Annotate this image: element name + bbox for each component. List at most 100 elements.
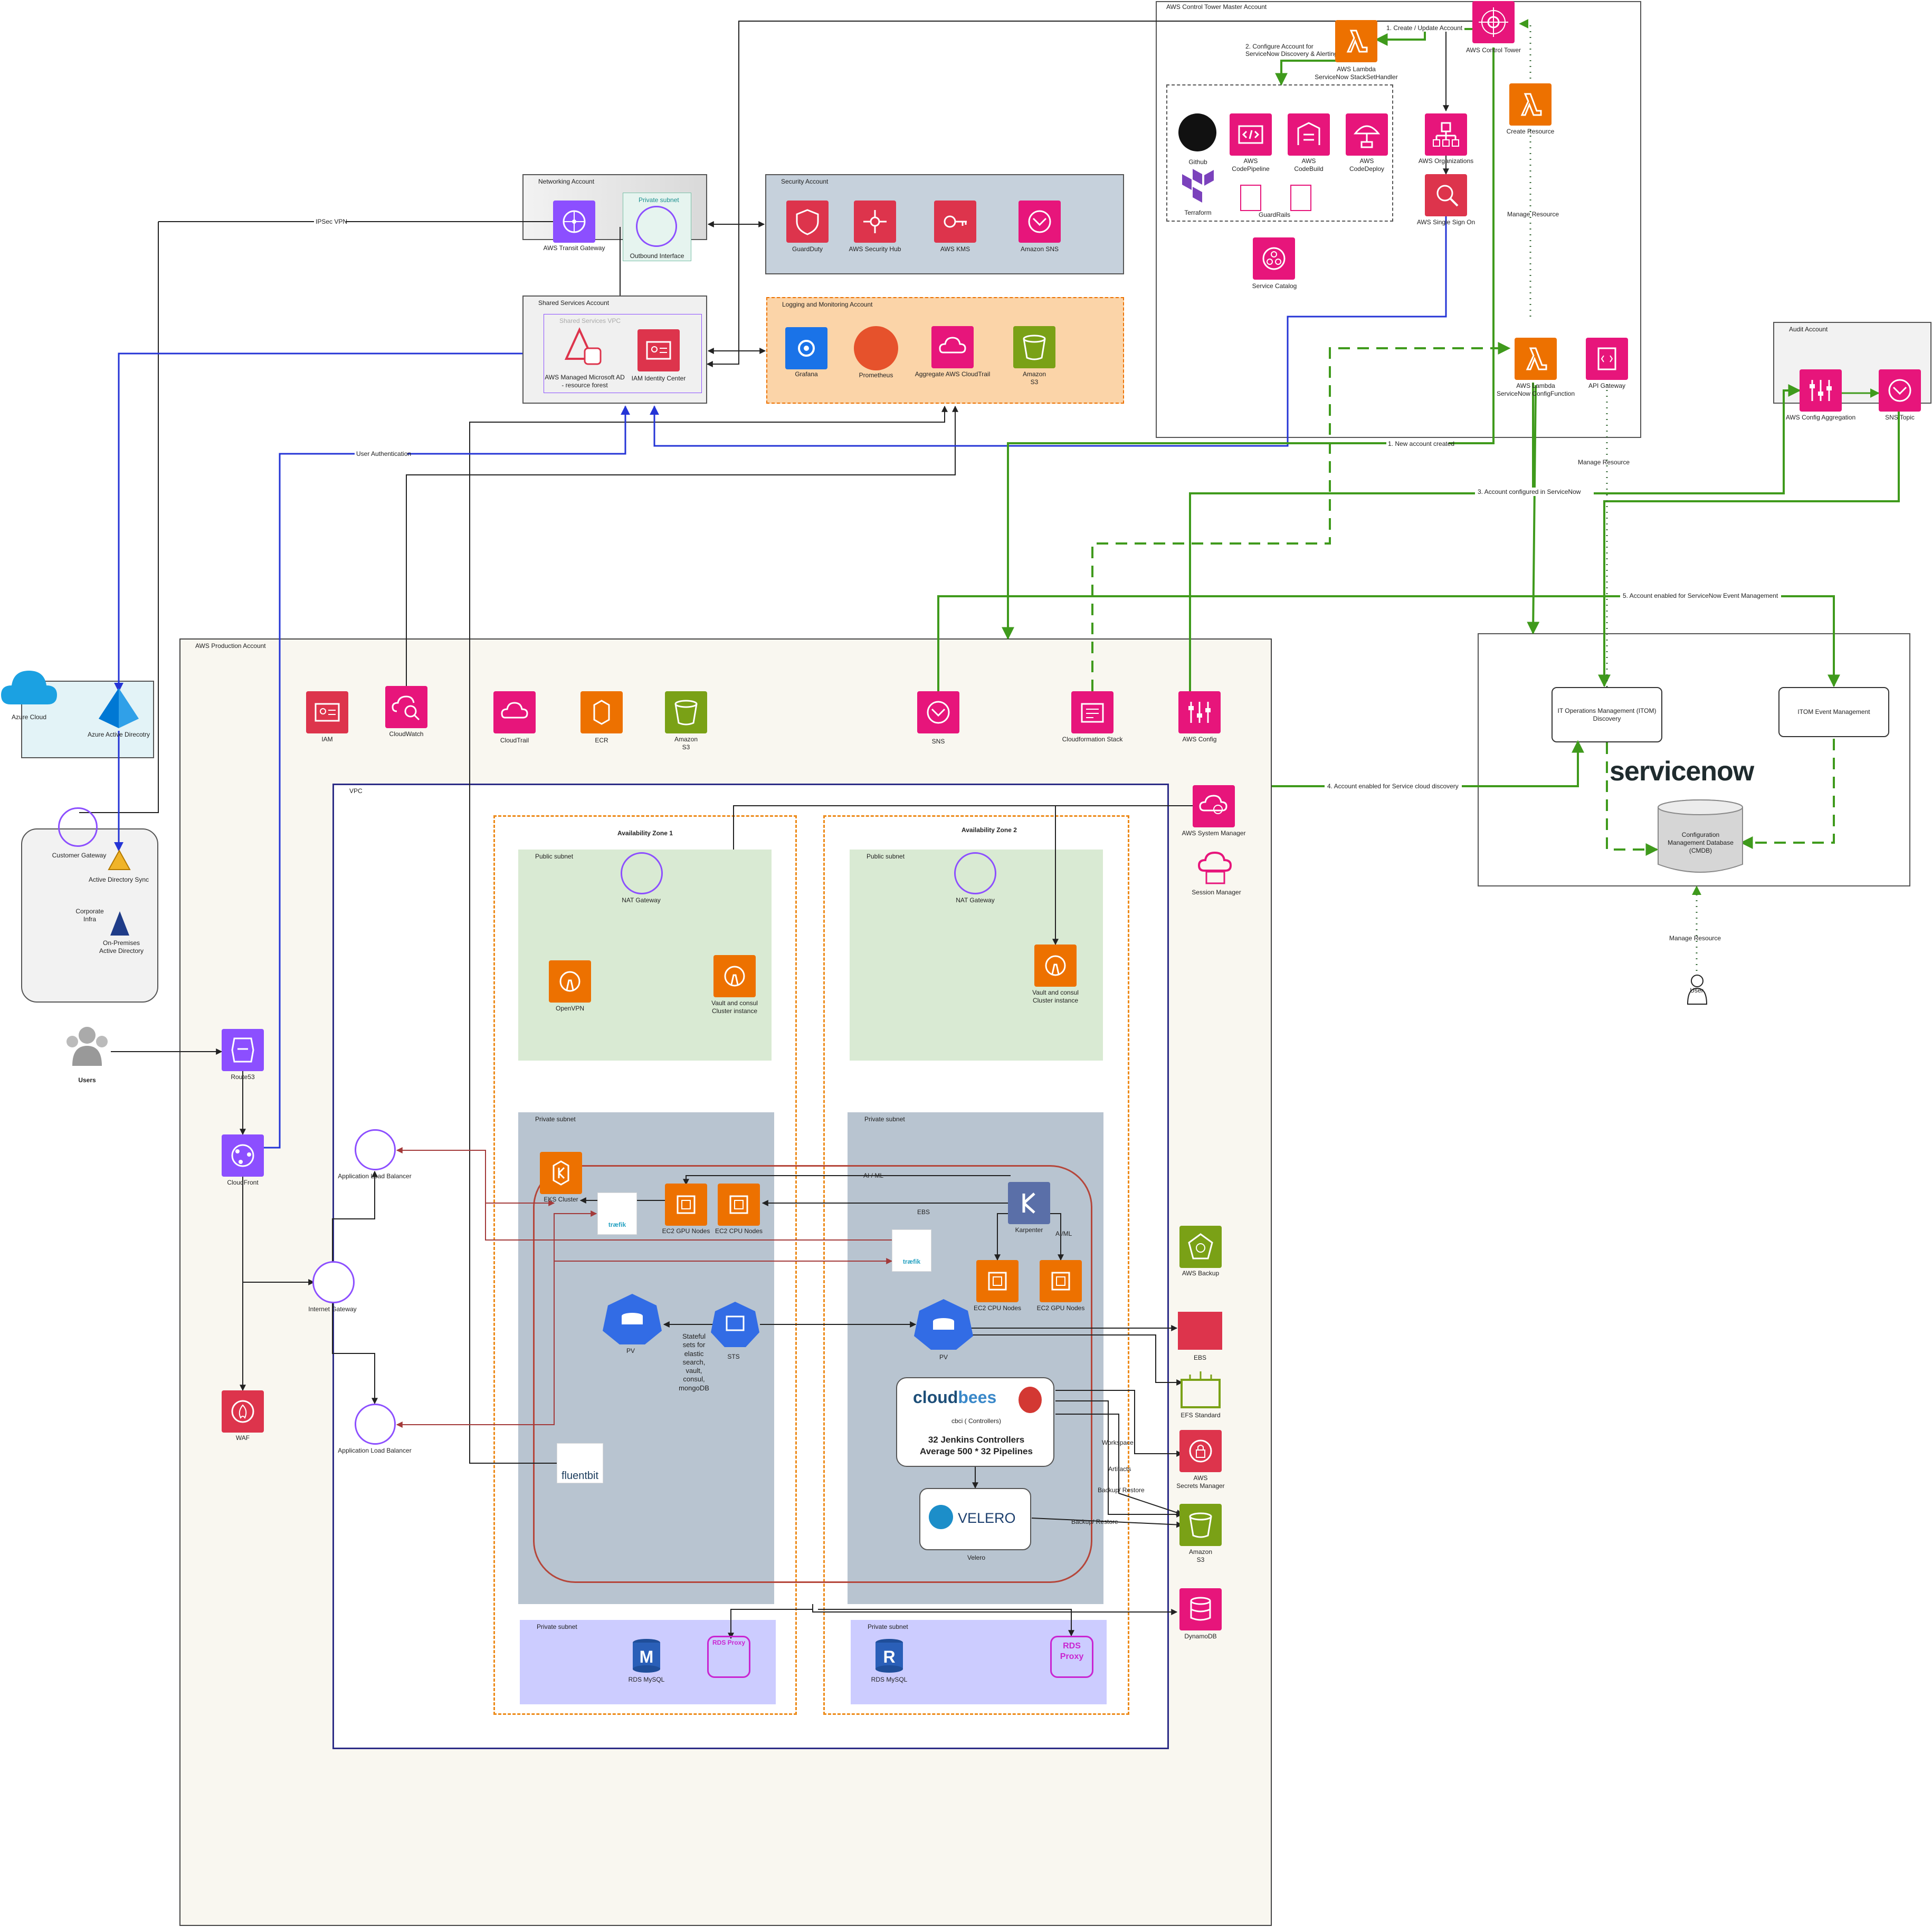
cpu-nodes-2-label: EC2 CPU Nodes	[973, 1304, 1022, 1312]
label-artifacts: Artifacts	[1108, 1465, 1131, 1473]
internet-gateway-label: Internet Gateway	[308, 1305, 357, 1313]
audit-title: Audit Account	[1789, 326, 1828, 333]
shared-services-vpc	[544, 314, 702, 393]
label-manage-resource-3: Manage Resource	[1669, 934, 1721, 942]
aws-config-icon	[1178, 691, 1221, 733]
nat1-icon	[621, 852, 663, 894]
guardrails-icon-2	[1290, 185, 1311, 211]
edge-alb2-traefik	[396, 1210, 597, 1428]
edge-sso-identity	[650, 211, 1447, 447]
session-manager-icon	[1197, 851, 1232, 884]
edge-cloudfront-igw	[242, 1177, 315, 1285]
nat2-label: NAT Gateway	[956, 896, 995, 904]
github-label: Github	[1188, 158, 1207, 166]
codebuild-label: AWS CodeBuild	[1294, 157, 1324, 173]
label-configure-account-l2: ServiceNow Discovery & Alerting	[1245, 50, 1338, 58]
edge-new-account	[1002, 47, 1495, 640]
stateful-sets-label: Stateful sets for elastic search, vault,…	[679, 1332, 709, 1392]
grafana-glyph	[798, 340, 815, 357]
lambda-configfn-glyph	[1526, 347, 1547, 370]
karpenter-glyph	[1022, 1193, 1035, 1214]
transit-gateway-icon	[553, 201, 595, 243]
vault2-label: Vault and consul Cluster instance	[1032, 989, 1079, 1004]
lambda-icon	[1335, 20, 1377, 62]
create-resource-icon	[1509, 83, 1552, 126]
aws-config-label: AWS Config	[1182, 736, 1217, 743]
ad-sync-icon	[108, 850, 131, 870]
guardduty-glyph	[796, 209, 819, 235]
label-manage-resource-2: Manage Resource	[1578, 459, 1630, 466]
grafana-icon	[785, 327, 827, 369]
eks-cluster-glyph	[553, 1160, 569, 1186]
shared-services-account	[522, 295, 707, 404]
label-ipsec: IPSec VPN	[316, 218, 347, 225]
kms-glyph	[944, 215, 967, 228]
label-backup-restore-1: Backup/ Restore	[1098, 1486, 1145, 1494]
ecr-icon	[580, 691, 623, 733]
sns-topic-label: SNS Topic	[1885, 414, 1915, 421]
iam-identity-center-glyph	[646, 341, 671, 360]
system-manager-glyph	[1199, 795, 1227, 814]
organizations-icon	[1425, 113, 1467, 156]
traefik-1-icon	[597, 1193, 637, 1235]
ecr-label: ECR	[595, 737, 608, 744]
edge-lambda-servicenow	[1527, 385, 1540, 635]
cpu-nodes-1-icon	[718, 1184, 760, 1226]
outbound-interface-label: Outbound Interface	[630, 252, 684, 260]
rds-proxy-2-icon	[1050, 1636, 1093, 1678]
sso-glyph	[1436, 185, 1459, 207]
edge-cluster-dynamodb	[812, 1604, 1178, 1615]
alb1-icon	[355, 1129, 396, 1170]
itom-discovery-box	[1552, 687, 1662, 742]
s3-logging-glyph	[1023, 335, 1046, 360]
control-tower-glyph	[1479, 7, 1508, 37]
edge-ct-to-networking	[706, 21, 1499, 367]
ecr-glyph	[593, 700, 610, 725]
codebuild-icon	[1288, 113, 1330, 156]
api-gateway-label: API Gateway	[1588, 382, 1626, 389]
cmdb-label: Configuration Management Database (CMDB)	[1668, 831, 1734, 854]
iam-identity-center-label: IAM Identity Center	[631, 375, 686, 382]
openvpn-icon	[549, 960, 591, 1003]
gpu-nodes-2-glyph	[1051, 1272, 1070, 1291]
kms-icon	[934, 201, 976, 243]
users-icon	[66, 1027, 108, 1066]
logging-title: Logging and Monitoring Account	[782, 301, 873, 308]
control-tower-icon	[1472, 1, 1515, 43]
rds-proxy-1-icon	[707, 1636, 750, 1678]
label-ai-ml-1: AI / ML	[863, 1172, 883, 1179]
label-create-update: 1. Create / Update Account	[1386, 24, 1463, 32]
itom-discovery-label: IT Operations Management (ITOM) Discover…	[1557, 707, 1657, 722]
customer-gateway-icon	[58, 807, 98, 847]
s3-logging-label: Amazon S3	[1022, 370, 1046, 386]
traefik-1-label: træfik	[608, 1221, 626, 1228]
transit-gateway-label: AWS Transit Gateway	[543, 244, 605, 252]
guardrails-label: GuardRails	[1258, 211, 1291, 218]
db-subnet-az1-title: Private subnet	[537, 1623, 577, 1630]
edge-cloudwatch-logging	[406, 405, 958, 707]
edge-jenkins-s3-1	[1055, 1400, 1183, 1518]
alb2-icon	[355, 1404, 396, 1445]
sts-icon	[711, 1302, 759, 1347]
customer-gateway-label: Customer Gateway	[52, 852, 107, 859]
service-catalog-icon	[1253, 237, 1295, 280]
users-label: Users	[78, 1076, 96, 1084]
sns-topic-icon	[1879, 369, 1921, 412]
label-manage-resource-1: Manage Resource	[1507, 211, 1559, 218]
edge-pv2-efs	[945, 1334, 1183, 1386]
cpu-nodes-1-label: EC2 CPU Nodes	[715, 1227, 763, 1235]
label-user-auth: User Authentication	[356, 450, 411, 457]
aws-backup-glyph	[1188, 1233, 1213, 1260]
managed-ad-label: AWS Managed Microsoft AD - resource fore…	[545, 374, 625, 389]
networking-title: Networking Account	[538, 178, 595, 185]
codedeploy-icon	[1346, 113, 1388, 156]
pv1-icon	[603, 1294, 662, 1344]
s3-backup-icon	[1179, 1504, 1222, 1546]
nat1-label: NAT Gateway	[622, 896, 661, 904]
internet-gateway-icon	[312, 1261, 355, 1303]
vault2-glyph	[1045, 955, 1066, 976]
amazon-sns-label: Amazon SNS	[1020, 245, 1059, 253]
lambda-stackset-label: AWS Lambda ServiceNow StackSetHandler	[1315, 65, 1398, 81]
